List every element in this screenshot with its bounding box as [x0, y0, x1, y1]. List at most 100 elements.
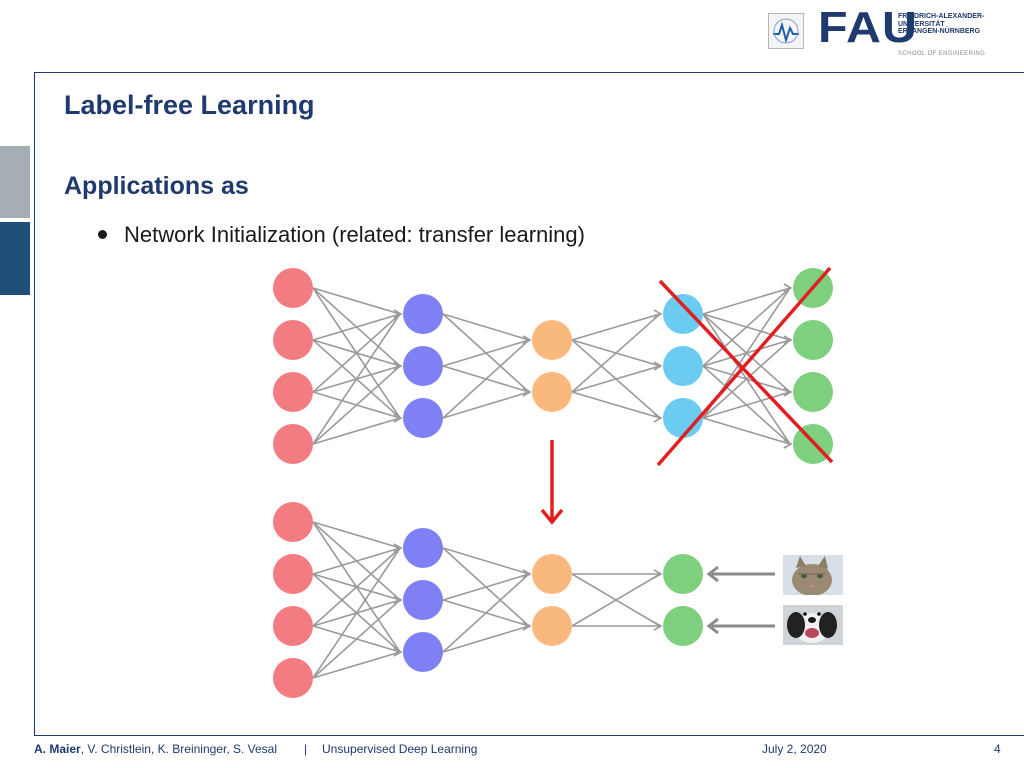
top-edge: [702, 287, 791, 315]
bottom-edge-arrowhead-icon: [522, 569, 532, 579]
footer-page-number: 4: [994, 742, 1001, 756]
dog-photo-icon: [783, 605, 843, 645]
top-edge: [571, 365, 661, 393]
top-edge-arrowhead-icon: [653, 309, 663, 319]
bottom-output-node: [663, 606, 703, 646]
side-marker-blue: [0, 222, 30, 295]
bottom-edge-arrowhead-icon: [653, 569, 663, 579]
bottom-hidden1-node: [403, 580, 443, 620]
bottom-edge-arrowhead-icon: [393, 647, 403, 657]
top-edge: [312, 287, 401, 315]
top-network-edges: [312, 283, 793, 449]
decoder-cross-out-icon: [656, 266, 834, 467]
bottom-network-nodes: [273, 502, 703, 698]
top-input-node: [273, 424, 313, 464]
bottom-edge: [442, 573, 530, 653]
top-edge-arrowhead-icon: [783, 439, 793, 449]
footer-coauthors: , V. Christlein, K. Breininger, S. Vesal: [80, 742, 278, 756]
bottom-edge: [442, 625, 530, 653]
top-edge: [571, 391, 661, 419]
bottom-edge-arrowhead-icon: [653, 621, 663, 631]
top-edge-arrowhead-icon: [783, 283, 793, 293]
university-name: FRIEDRICH-ALEXANDER- UNIVERSITÄT ERLANGE…: [898, 13, 984, 36]
top-edge: [312, 313, 401, 445]
bottom-input-node: [273, 554, 313, 594]
bottom-edge: [312, 651, 401, 679]
slide-header: FAU FRIEDRICH-ALEXANDER- UNIVERSITÄT ERL…: [0, 0, 1024, 72]
bottom-edge: [312, 521, 401, 549]
top-edge: [571, 313, 661, 393]
bottom-input-node: [273, 606, 313, 646]
bottom-edge-arrowhead-icon: [393, 595, 403, 605]
bottom-edge: [312, 547, 401, 627]
top-bottleneck-node: [532, 372, 572, 412]
top-hidden2-node: [663, 398, 703, 438]
top-edge-arrowhead-icon: [783, 387, 793, 397]
section-heading: Applications as: [64, 172, 249, 200]
top-bottleneck-node: [532, 320, 572, 360]
top-edge-arrowhead-icon: [522, 335, 532, 345]
top-edge-arrowhead-icon: [653, 413, 663, 423]
bottom-edge-arrowhead-icon: [393, 543, 403, 553]
slide-footer: A. Maier, V. Christlein, K. Breininger, …: [0, 740, 1024, 760]
top-edge-arrowhead-icon: [393, 309, 403, 319]
top-output-node: [793, 372, 833, 412]
faculty-logo-icon: [768, 13, 804, 49]
bottom-edge: [442, 547, 530, 575]
bottom-input-node: [273, 658, 313, 698]
bottom-hidden1-node: [403, 632, 443, 672]
side-marker-gray: [0, 146, 30, 218]
top-edge: [702, 417, 791, 445]
top-edge: [571, 313, 661, 341]
top-hidden1-node: [403, 346, 443, 386]
footer-date: July 2, 2020: [762, 742, 827, 756]
top-input-node: [273, 372, 313, 412]
bullet-text: Network Initialization (related: transfe…: [124, 222, 585, 247]
slide-title: Label-free Learning: [64, 90, 315, 120]
bottom-hidden1-node: [403, 528, 443, 568]
top-edge: [442, 339, 530, 419]
school-name: SCHOOL OF ENGINEERING: [898, 51, 986, 57]
input-arrow-cat-icon: [706, 565, 775, 583]
top-edge: [702, 339, 791, 419]
top-edge: [312, 365, 401, 445]
top-edge-arrowhead-icon: [393, 413, 403, 423]
top-edge: [702, 391, 791, 419]
bottom-edge: [312, 547, 401, 679]
university-name-line-1: FRIEDRICH-ALEXANDER-: [898, 13, 985, 20]
top-edge-arrowhead-icon: [653, 361, 663, 371]
bottom-input-node: [273, 502, 313, 542]
fau-logo-wordmark: FAU: [818, 3, 919, 52]
top-hidden2-node: [663, 346, 703, 386]
footer-separator: |: [304, 742, 308, 756]
top-edge: [702, 287, 791, 367]
bottom-bottleneck-node: [532, 554, 572, 594]
top-edge: [442, 313, 530, 341]
top-edge-arrowhead-icon: [393, 361, 403, 371]
top-edge-arrowhead-icon: [783, 335, 793, 345]
bottom-edge: [312, 547, 401, 575]
top-input-node: [273, 268, 313, 308]
bottom-edge: [571, 573, 661, 627]
top-edge: [312, 417, 401, 445]
bottom-bottleneck-node: [532, 606, 572, 646]
top-hidden1-node: [403, 398, 443, 438]
bullet-icon: [98, 230, 107, 239]
bottom-output-node: [663, 554, 703, 594]
university-name-line-2: UNIVERSITÄT: [898, 20, 945, 28]
top-network-nodes: [273, 268, 833, 464]
top-edge: [442, 339, 530, 367]
top-edge: [442, 391, 530, 419]
footer-lead-author: A. Maier: [34, 742, 81, 756]
reuse-arrow-icon: [540, 440, 564, 525]
bottom-edge: [442, 573, 530, 601]
bottom-edge: [312, 599, 401, 679]
footer-course: Unsupervised Deep Learning: [322, 742, 478, 756]
bottom-network-edges: [312, 521, 663, 679]
footer-authors: A. Maier, V. Christlein, K. Breininger, …: [34, 742, 277, 756]
top-input-node: [273, 320, 313, 360]
top-output-node: [793, 320, 833, 360]
top-edge: [312, 313, 401, 393]
university-name-line-3: ERLANGEN-NÜRNBERG: [898, 28, 981, 35]
